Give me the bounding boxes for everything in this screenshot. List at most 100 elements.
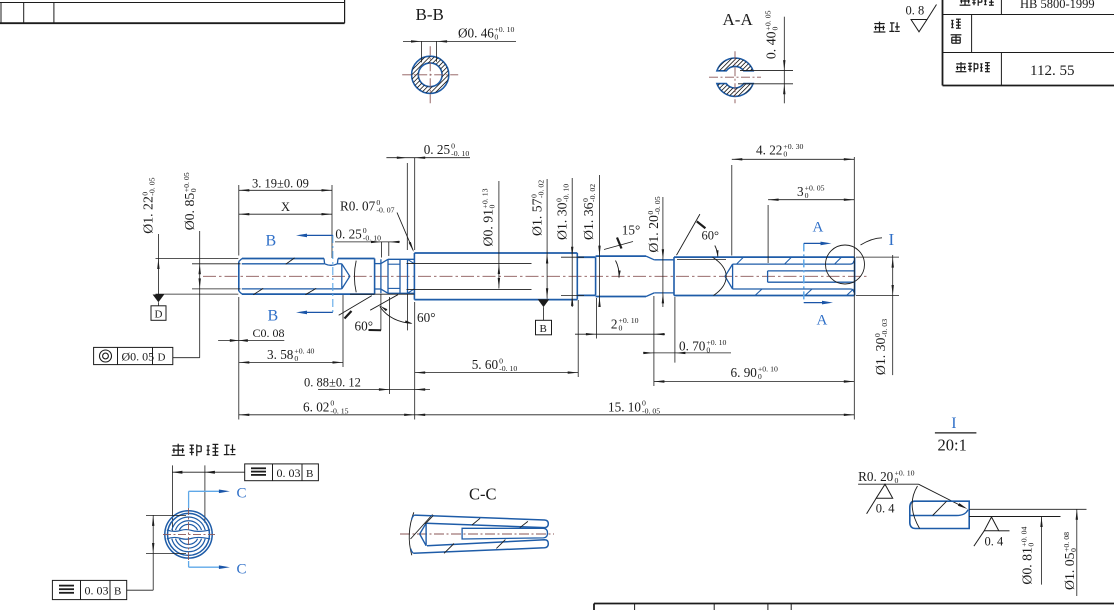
- svg-text:0: 0: [646, 211, 655, 215]
- svg-text:0: 0: [189, 188, 198, 192]
- svg-text:0. 40: 0. 40: [764, 31, 779, 59]
- svg-text:0. 70: 0. 70: [679, 338, 706, 353]
- svg-text:0: 0: [895, 476, 899, 485]
- svg-text:0: 0: [873, 333, 882, 337]
- svg-text:0. 4: 0. 4: [876, 501, 896, 515]
- svg-text:-0. 05: -0. 05: [653, 196, 662, 214]
- svg-text:Ø0. 91: Ø0. 91: [481, 209, 496, 247]
- svg-text:0. 8: 0. 8: [906, 4, 925, 18]
- svg-text:-0. 10: -0. 10: [363, 233, 381, 242]
- svg-text:R0. 07: R0. 07: [340, 199, 376, 214]
- svg-text:-0. 07: -0. 07: [376, 206, 394, 215]
- svg-text:+0. 30: +0. 30: [783, 142, 803, 151]
- svg-text:0: 0: [451, 142, 455, 151]
- svg-text:0: 0: [494, 33, 498, 42]
- svg-text:0. 4: 0. 4: [985, 534, 1005, 548]
- svg-text:B: B: [114, 585, 121, 597]
- svg-text:+0. 10: +0. 10: [619, 316, 639, 325]
- svg-text:0: 0: [1069, 548, 1078, 552]
- svg-text:Ø1. 20: Ø1. 20: [646, 215, 661, 253]
- svg-text:0: 0: [619, 324, 623, 333]
- svg-text:Ø1. 57: Ø1. 57: [530, 198, 545, 236]
- svg-text:B: B: [268, 308, 279, 325]
- svg-text:0: 0: [581, 198, 590, 202]
- svg-text:0. 03: 0. 03: [277, 466, 301, 480]
- svg-text:R0. 20: R0. 20: [858, 469, 894, 484]
- svg-text:0: 0: [554, 198, 563, 202]
- svg-text:-0. 05: -0. 05: [642, 406, 660, 415]
- svg-text:Ø0. 85: Ø0. 85: [182, 193, 197, 231]
- svg-text:15. 10: 15. 10: [608, 399, 641, 414]
- svg-text:3: 3: [797, 184, 804, 199]
- svg-text:0: 0: [805, 191, 809, 200]
- svg-text:60°: 60°: [417, 310, 435, 325]
- svg-text:+0. 04: +0. 04: [1019, 527, 1028, 547]
- svg-text:+0. 08: +0. 08: [1062, 532, 1071, 552]
- svg-text:0: 0: [1026, 543, 1035, 547]
- svg-text:I: I: [951, 415, 956, 432]
- svg-text:3. 58: 3. 58: [267, 347, 294, 362]
- svg-text:112. 55: 112. 55: [1030, 63, 1074, 79]
- svg-text:+0. 05: +0. 05: [763, 10, 772, 30]
- svg-text:4. 22: 4. 22: [756, 143, 782, 158]
- svg-text:0: 0: [758, 372, 762, 381]
- svg-text:0. 03: 0. 03: [85, 583, 109, 597]
- svg-text:+0. 05: +0. 05: [182, 172, 191, 192]
- svg-text:0: 0: [783, 150, 787, 159]
- svg-text:+0. 10: +0. 10: [706, 338, 726, 347]
- svg-text:+0. 10: +0. 10: [494, 25, 514, 34]
- svg-text:0: 0: [770, 27, 779, 31]
- svg-text:0: 0: [376, 198, 380, 207]
- svg-text:60°: 60°: [355, 318, 373, 333]
- svg-text:A-A: A-A: [723, 10, 754, 29]
- svg-text:60°: 60°: [702, 229, 720, 243]
- svg-text:0. 25: 0. 25: [335, 226, 362, 241]
- svg-text:+0. 05: +0. 05: [805, 183, 825, 192]
- svg-text:A: A: [817, 313, 828, 329]
- svg-text:Ø1. 36: Ø1. 36: [581, 202, 596, 240]
- svg-text:B-B: B-B: [416, 5, 444, 24]
- svg-text:D: D: [158, 352, 166, 364]
- svg-text:0: 0: [642, 399, 646, 408]
- svg-text:Ø0. 46: Ø0. 46: [458, 26, 494, 41]
- svg-text:-0. 02: -0. 02: [588, 184, 597, 202]
- svg-text:6. 90: 6. 90: [731, 365, 758, 380]
- svg-text:3. 19±0. 09: 3. 19±0. 09: [252, 177, 309, 191]
- svg-text:Ø1. 22: Ø1. 22: [141, 196, 156, 234]
- svg-text:A: A: [813, 220, 824, 236]
- svg-text:+0. 40: +0. 40: [294, 346, 314, 355]
- svg-text:X: X: [281, 200, 290, 214]
- svg-text:-0. 10: -0. 10: [561, 184, 570, 202]
- svg-text:B: B: [540, 323, 547, 335]
- svg-text:-0. 10: -0. 10: [451, 149, 469, 158]
- svg-text:B: B: [306, 468, 313, 480]
- svg-text:+0. 10: +0. 10: [895, 468, 915, 477]
- svg-text:0. 25: 0. 25: [424, 142, 451, 157]
- svg-text:-0. 05: -0. 05: [148, 177, 157, 195]
- svg-text:-0. 15: -0. 15: [330, 406, 348, 415]
- svg-text:+0. 13: +0. 13: [480, 188, 489, 208]
- svg-text:20:1: 20:1: [938, 436, 967, 455]
- svg-text:+0. 10: +0. 10: [758, 364, 778, 373]
- svg-text:15°: 15°: [622, 223, 640, 238]
- svg-text:0: 0: [529, 194, 538, 198]
- svg-text:Ø1. 30: Ø1. 30: [873, 337, 888, 375]
- svg-text:C: C: [237, 486, 247, 502]
- svg-text:0: 0: [706, 345, 710, 354]
- svg-text:6. 02: 6. 02: [303, 399, 329, 414]
- svg-text:I: I: [889, 230, 895, 249]
- svg-text:0: 0: [499, 357, 503, 366]
- svg-text:Ø1. 05: Ø1. 05: [1062, 552, 1077, 590]
- svg-text:-0. 02: -0. 02: [536, 180, 545, 198]
- svg-text:5. 60: 5. 60: [472, 357, 499, 372]
- svg-text:0: 0: [363, 226, 367, 235]
- svg-text:0: 0: [330, 399, 334, 408]
- svg-text:-0. 03: -0. 03: [880, 319, 889, 337]
- svg-text:2: 2: [611, 317, 618, 332]
- svg-text:0: 0: [294, 354, 298, 363]
- svg-text:C-C: C-C: [469, 484, 497, 503]
- svg-text:D: D: [155, 309, 163, 321]
- svg-text:C0. 08: C0. 08: [253, 326, 285, 340]
- svg-text:0. 88±0. 12: 0. 88±0. 12: [304, 375, 361, 389]
- svg-text:0: 0: [487, 205, 496, 209]
